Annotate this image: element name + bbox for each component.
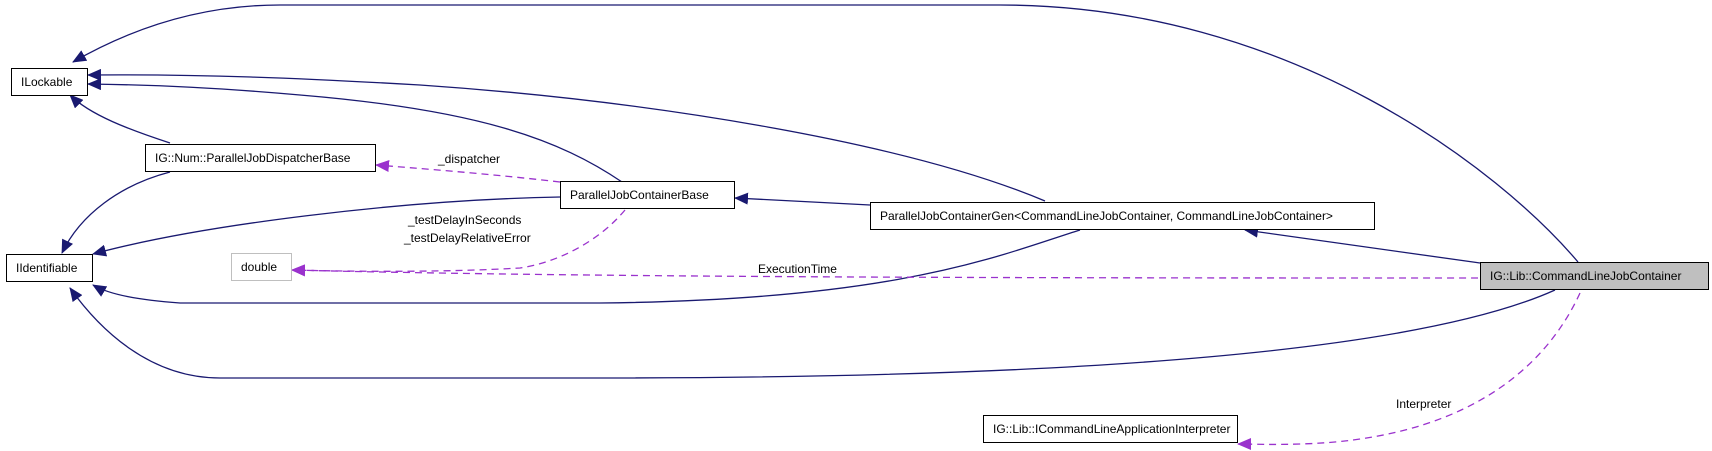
node-double: double	[231, 253, 292, 281]
edge-base-dispatcher	[375, 160, 561, 183]
edge-gen-to-ilockable	[87, 68, 1046, 202]
edge-base-to-iidentifiable	[92, 196, 561, 257]
node-ilockable-label: ILockable	[21, 75, 73, 89]
node-dispatcher-base[interactable]: IG::Num::ParallelJobDispatcherBase	[145, 144, 376, 172]
node-iidentifiable[interactable]: IIdentifiable	[6, 254, 93, 282]
node-double-label: double	[241, 260, 278, 274]
edge-label-interpreter: Interpreter	[1396, 397, 1452, 411]
edge-cljc-to-gen	[1244, 225, 1481, 264]
node-command-line-job-container-label: IG::Lib::CommandLineJobContainer	[1490, 269, 1682, 283]
node-iidentifiable-label: IIdentifiable	[16, 261, 78, 275]
edge-cljc-interpreter	[1237, 292, 1581, 451]
node-interpreter-label: IG::Lib::ICommandLineApplicationInterpre…	[993, 422, 1231, 436]
edge-gen-to-base	[734, 192, 871, 206]
edge-label-execution-time: ExecutionTime	[758, 262, 837, 276]
node-command-line-job-container[interactable]: IG::Lib::CommandLineJobContainer	[1480, 262, 1709, 290]
edge-label-test-delay-seconds: _testDelayInSeconds	[408, 213, 522, 227]
edge-dispatcher-to-iidentifiable	[61, 171, 171, 254]
node-interpreter[interactable]: IG::Lib::ICommandLineApplicationInterpre…	[983, 415, 1238, 443]
node-container-gen[interactable]: ParallelJobContainerGen<CommandLineJobCo…	[870, 202, 1375, 230]
edge-base-to-ilockable	[87, 78, 623, 183]
node-ilockable[interactable]: ILockable	[11, 68, 88, 96]
edge-base-double	[291, 209, 626, 277]
node-container-base[interactable]: ParallelJobContainerBase	[560, 181, 735, 209]
edge-label-test-delay-error: _testDelayRelativeError	[404, 231, 531, 245]
node-container-gen-label: ParallelJobContainerGen<CommandLineJobCo…	[880, 209, 1333, 223]
node-dispatcher-base-label: IG::Num::ParallelJobDispatcherBase	[155, 151, 351, 165]
edge-cljc-to-iidentifiable	[69, 287, 1556, 379]
edge-label-dispatcher: _dispatcher	[438, 152, 501, 166]
node-container-base-label: ParallelJobContainerBase	[570, 188, 709, 202]
edge-gen-to-iidentifiable	[92, 229, 1081, 304]
edge-cljc-double	[291, 264, 1479, 279]
edge-dispatcher-to-ilockable	[69, 94, 171, 144]
edge-cljc-to-ilockable	[72, 4, 1579, 263]
